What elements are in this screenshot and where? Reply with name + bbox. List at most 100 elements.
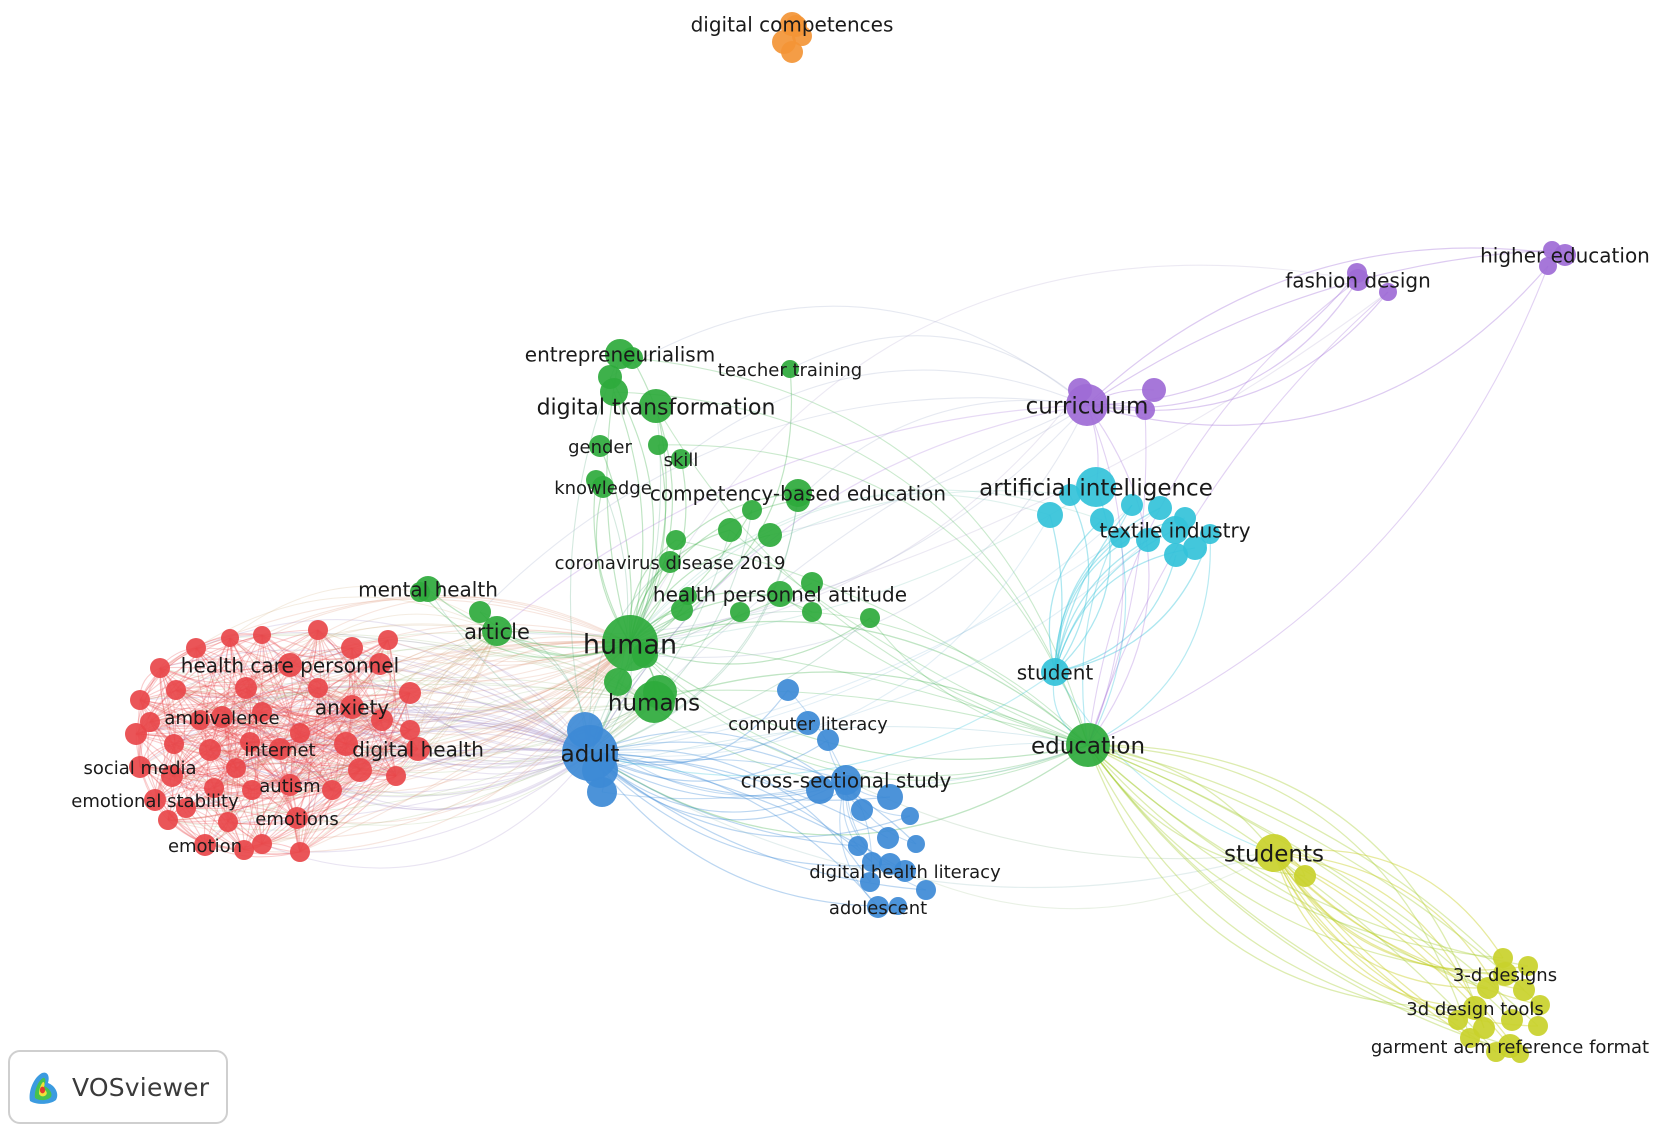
- network-link: [609, 305, 1088, 406]
- network-node: [371, 709, 393, 731]
- network-link: [1087, 744, 1506, 975]
- network-link: [261, 634, 353, 658]
- network-link: [173, 664, 291, 745]
- network-link: [653, 671, 1089, 746]
- network-link: [135, 686, 411, 735]
- network-link: [345, 639, 392, 745]
- network-node: [862, 852, 882, 872]
- network-link: [589, 509, 753, 754]
- network-link: [245, 687, 411, 719]
- network-node: [290, 842, 310, 862]
- network-link: [675, 539, 1089, 746]
- label-human: human: [583, 629, 677, 660]
- network-link: [789, 335, 1088, 406]
- network-link: [175, 689, 333, 791]
- network-link: [331, 752, 591, 811]
- label-anxiety: anxiety: [315, 696, 389, 720]
- network-link: [359, 696, 655, 771]
- node-garment: [1498, 1034, 1522, 1058]
- network-link: [204, 637, 235, 846]
- network-link: [279, 701, 655, 774]
- network-node: [1528, 1016, 1548, 1036]
- network-link: [1086, 265, 1549, 426]
- network-link: [171, 663, 381, 777]
- network-node: [199, 739, 221, 761]
- network-link: [811, 611, 1089, 746]
- network-node: [1037, 502, 1063, 528]
- network-link: [1273, 852, 1476, 1009]
- network-link: [1087, 537, 1127, 746]
- network-link: [1087, 291, 1389, 746]
- network-link: [589, 507, 1161, 754]
- network-link: [589, 752, 873, 863]
- network-link: [195, 642, 631, 722]
- network-link: [1273, 852, 1485, 1029]
- network-node: [386, 766, 406, 786]
- vosviewer-logo-icon: [29, 1072, 58, 1104]
- network-link: [496, 404, 1088, 636]
- network-link: [299, 642, 631, 853]
- network-link: [261, 634, 301, 734]
- network-link: [209, 749, 333, 792]
- network-node: [1501, 1009, 1523, 1031]
- network-link: [159, 667, 655, 710]
- vosviewer-name: VOSviewer: [72, 1072, 210, 1102]
- network-link: [589, 689, 789, 766]
- network-link: [629, 499, 799, 644]
- network-link: [1086, 291, 1389, 412]
- network-link: [221, 716, 301, 853]
- network-link: [1087, 744, 1525, 991]
- network-node: [399, 682, 421, 704]
- network-link: [199, 685, 591, 754]
- network-node: [1200, 524, 1220, 544]
- network-link: [589, 492, 799, 754]
- network-link: [1087, 265, 1549, 746]
- network-node: [242, 780, 262, 800]
- network-link: [1086, 279, 1359, 409]
- network-link: [227, 775, 397, 825]
- network-link: [1054, 494, 1090, 673]
- network-node: [290, 723, 310, 743]
- node-teacher_training: [781, 360, 799, 378]
- network-link: [629, 620, 1089, 746]
- network-link: [223, 637, 237, 769]
- label-gender: gender: [568, 437, 632, 458]
- network-link: [171, 775, 298, 819]
- node-adult: [562, 725, 618, 781]
- network-node: [1121, 494, 1143, 516]
- network-link: [351, 706, 591, 775]
- network-link: [135, 718, 361, 771]
- network-link: [235, 706, 353, 769]
- label-health_care_personnel: health care personnel: [181, 654, 399, 678]
- network-link: [209, 749, 591, 798]
- node-digital_transformation: [639, 389, 673, 423]
- network-node: [253, 626, 271, 644]
- network-link: [227, 629, 319, 823]
- network-link: [243, 687, 257, 851]
- network-link: [655, 405, 1089, 746]
- network-link: [496, 404, 1088, 632]
- network-link: [139, 766, 253, 791]
- network-link: [261, 711, 361, 771]
- node-student: [1041, 658, 1069, 686]
- network-node: [758, 523, 782, 547]
- network-link: [345, 630, 498, 745]
- label-three_d_design_tools: 3d design tools: [1406, 999, 1544, 1020]
- network-link: [261, 711, 333, 791]
- network-node: [158, 810, 178, 830]
- network-node: [1460, 1028, 1480, 1048]
- network-link: [245, 648, 655, 703]
- network-link: [171, 639, 389, 777]
- network-link: [261, 700, 591, 754]
- network-link: [359, 630, 498, 771]
- network-link: [261, 634, 419, 750]
- network-link: [169, 743, 206, 846]
- network-node: [860, 608, 880, 628]
- network-link: [379, 642, 631, 682]
- network-link: [175, 634, 263, 691]
- network-node: [348, 758, 372, 782]
- network-link: [199, 719, 230, 823]
- network-link: [589, 514, 1051, 757]
- network-link: [351, 647, 397, 777]
- network-link: [149, 634, 263, 723]
